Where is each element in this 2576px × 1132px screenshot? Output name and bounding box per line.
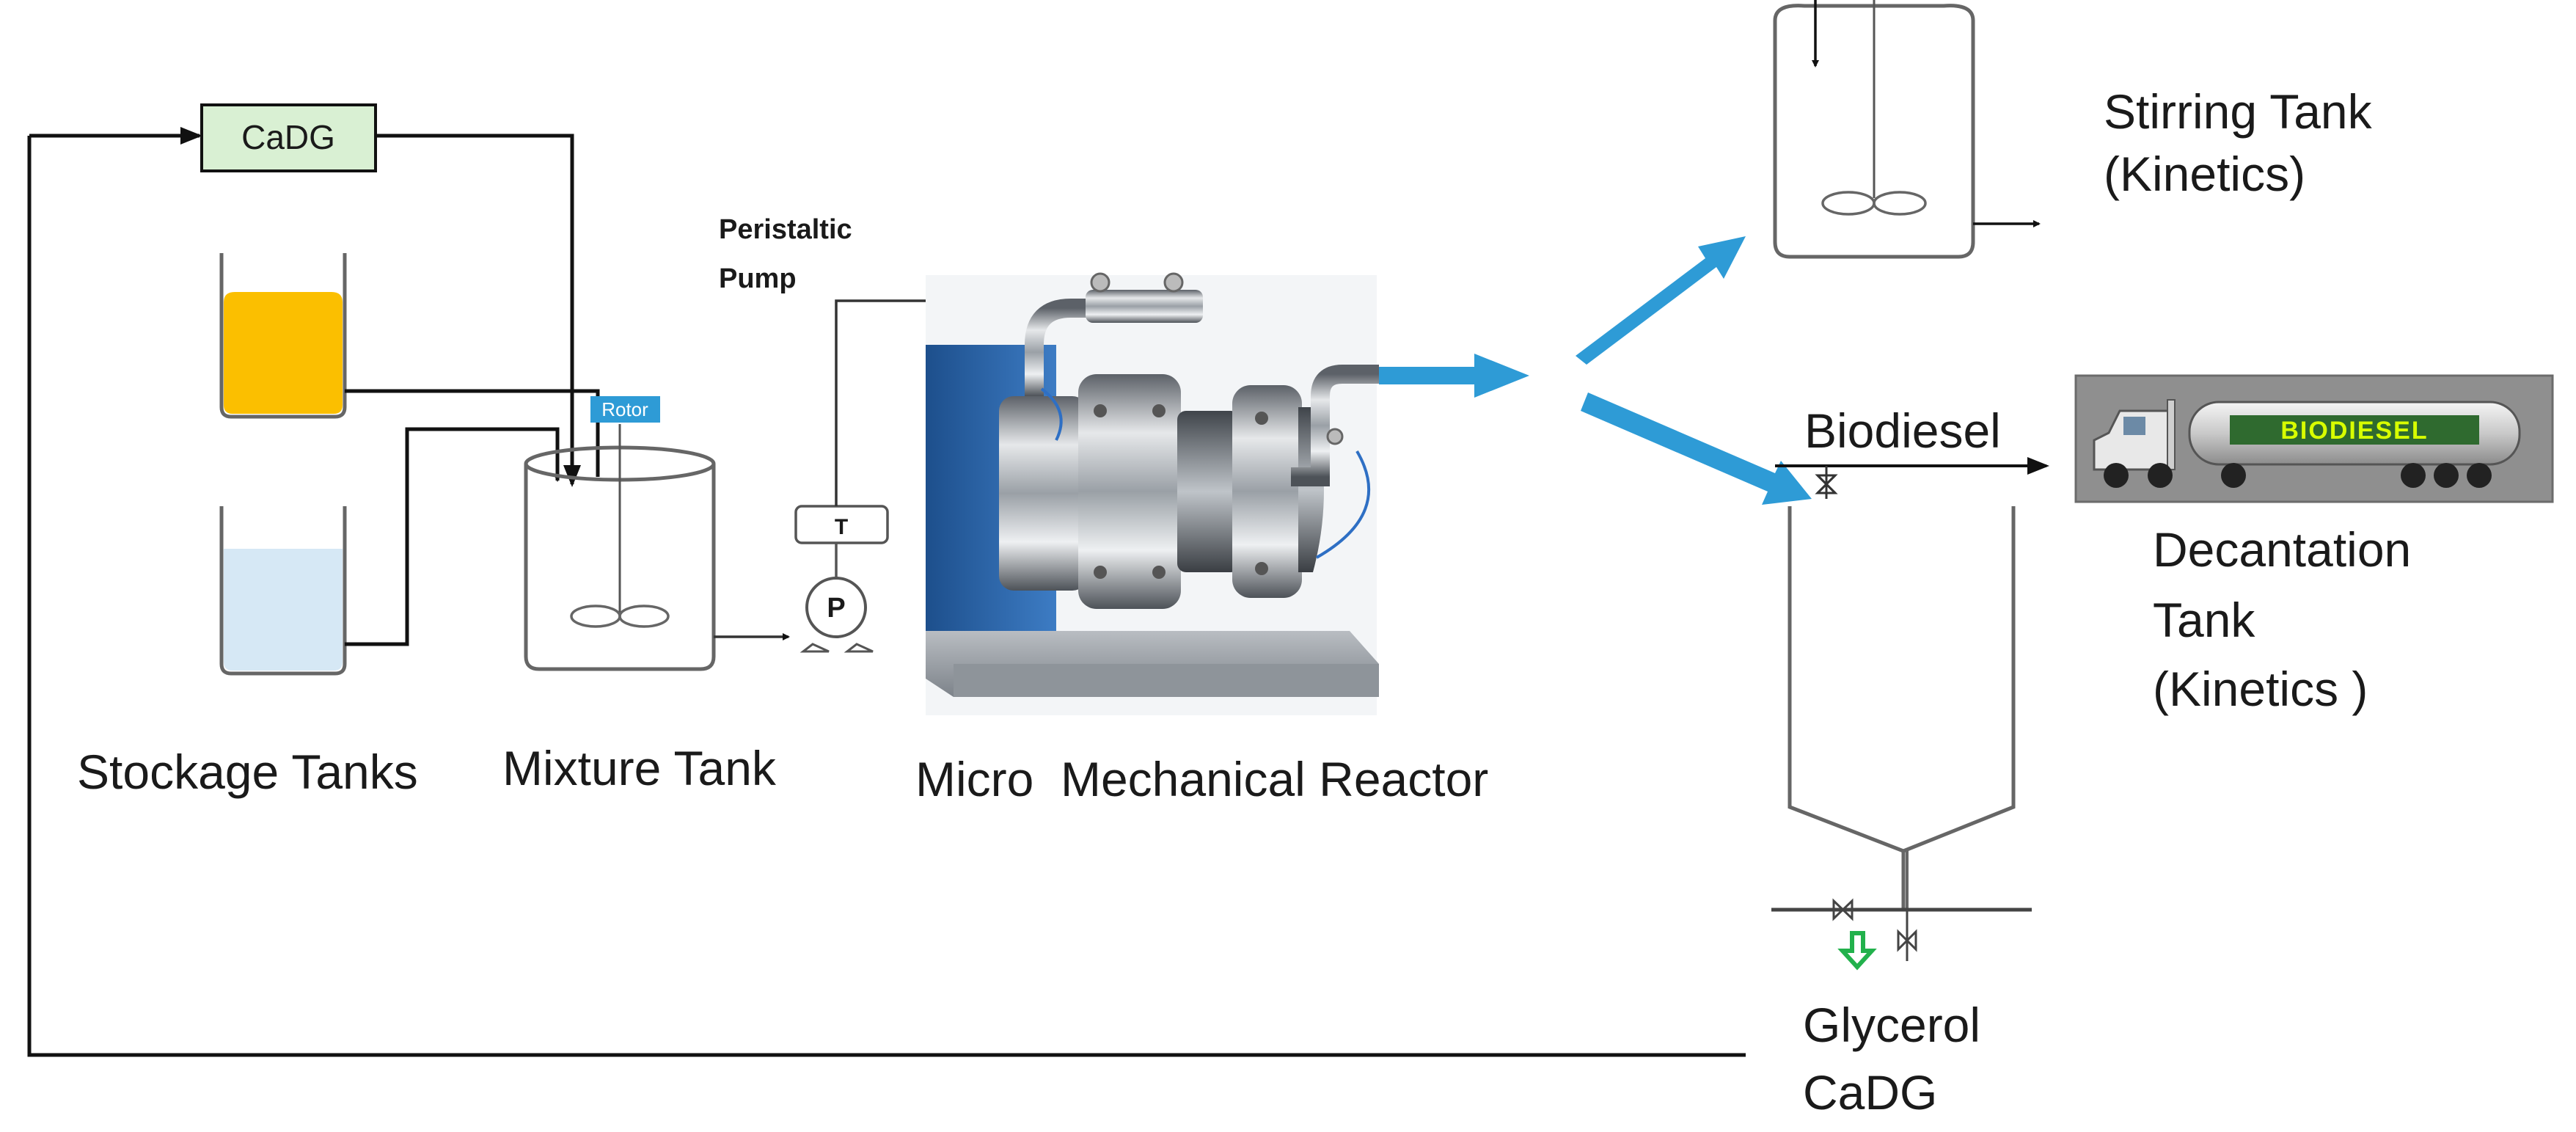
water-liquid	[224, 549, 343, 671]
peristaltic-pump-label-line1: Peristaltic	[719, 214, 852, 245]
stirring-tank-label: Stirring Tank (Kinetics)	[2104, 84, 2385, 201]
biodiesel-label: Biodiesel	[1804, 403, 2001, 458]
pump-t-label: T	[835, 515, 848, 539]
pump-p-label: P	[827, 593, 845, 624]
stockage-tank-water	[219, 506, 347, 676]
cadg-to-mixture-line	[376, 134, 581, 487]
peristaltic-pump-label-line2: Pump	[719, 263, 797, 294]
reactor-label: Micro Mechanical Reactor	[915, 752, 1488, 806]
water-to-mixture-line	[345, 427, 561, 646]
glycerol-drain-arrow	[1837, 931, 1877, 971]
mixture-tank	[524, 424, 716, 671]
peristaltic-pump: T P	[794, 505, 889, 653]
decantation-tank-label-line3: (Kinetics )	[2153, 662, 2368, 716]
mixture-tank-label: Mixture Tank	[502, 741, 777, 795]
stirring-tank	[1773, 0, 2041, 259]
stockage-tanks-label: Stockage Tanks	[77, 745, 418, 799]
reactor-outlet-flow-arrow	[1379, 354, 1529, 398]
glycerol-label-line1: Glycerol	[1803, 998, 1980, 1052]
cadg-label: CaDG	[241, 118, 335, 156]
peristaltic-pump-label: Peristaltic Pump	[719, 214, 860, 294]
flow-arrow-to-decantation-tank	[1581, 392, 1812, 505]
stirring-tank-label-line2: (Kinetics)	[2104, 147, 2305, 201]
rotor-tag: Rotor	[590, 396, 660, 423]
glycerol-cadg-label: Glycerol CaDG	[1803, 998, 1994, 1120]
rotor-label: Rotor	[601, 398, 648, 420]
biodiesel-truck-image: BIODIESEL	[2074, 374, 2554, 503]
cadg-box-frame	[200, 103, 377, 172]
cadg-box: CaDG	[200, 103, 377, 172]
oil-liquid	[224, 292, 343, 414]
glycerol-label-line2: CaDG	[1803, 1065, 1937, 1120]
flow-arrow-to-stirring-tank	[1576, 236, 1746, 365]
recycle-loop-line	[27, 127, 1746, 1057]
decantation-tank-label-line2: Tank	[2153, 593, 2255, 647]
truck-sign-text: BIODIESEL	[2280, 417, 2428, 445]
oil-to-mixture-line	[345, 389, 600, 477]
decantation-tank	[1771, 466, 2032, 961]
decantation-tank-label-line1: Decantation	[2153, 522, 2411, 577]
stirring-tank-label-line1: Stirring Tank	[2104, 84, 2373, 139]
stockage-tank-oil	[219, 253, 347, 419]
decantation-tank-label: Decantation Tank (Kinetics )	[2153, 522, 2425, 716]
micro-mechanical-reactor	[926, 272, 1379, 715]
